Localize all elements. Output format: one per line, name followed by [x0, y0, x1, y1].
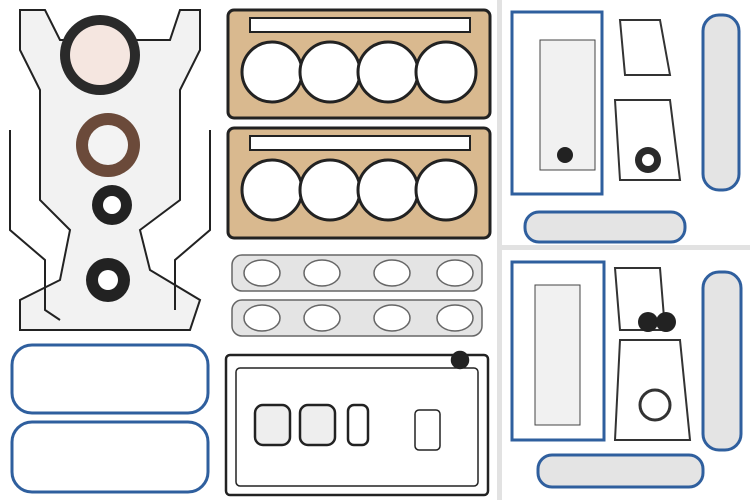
head-gasket-top	[226, 8, 492, 120]
gasket-set-top-right	[510, 10, 741, 244]
oil-pan-gasket	[224, 350, 490, 497]
panel-divider-vertical	[497, 0, 502, 500]
head-gasket-bottom	[226, 126, 492, 240]
intake-gaskets	[231, 254, 483, 337]
panel-divider-horizontal	[502, 245, 750, 250]
crank-seals	[60, 15, 140, 302]
valve-cover-gasket-bottom	[10, 420, 210, 494]
valve-cover-gasket-top	[10, 343, 210, 415]
gasket-set-bottom-right	[510, 260, 743, 489]
